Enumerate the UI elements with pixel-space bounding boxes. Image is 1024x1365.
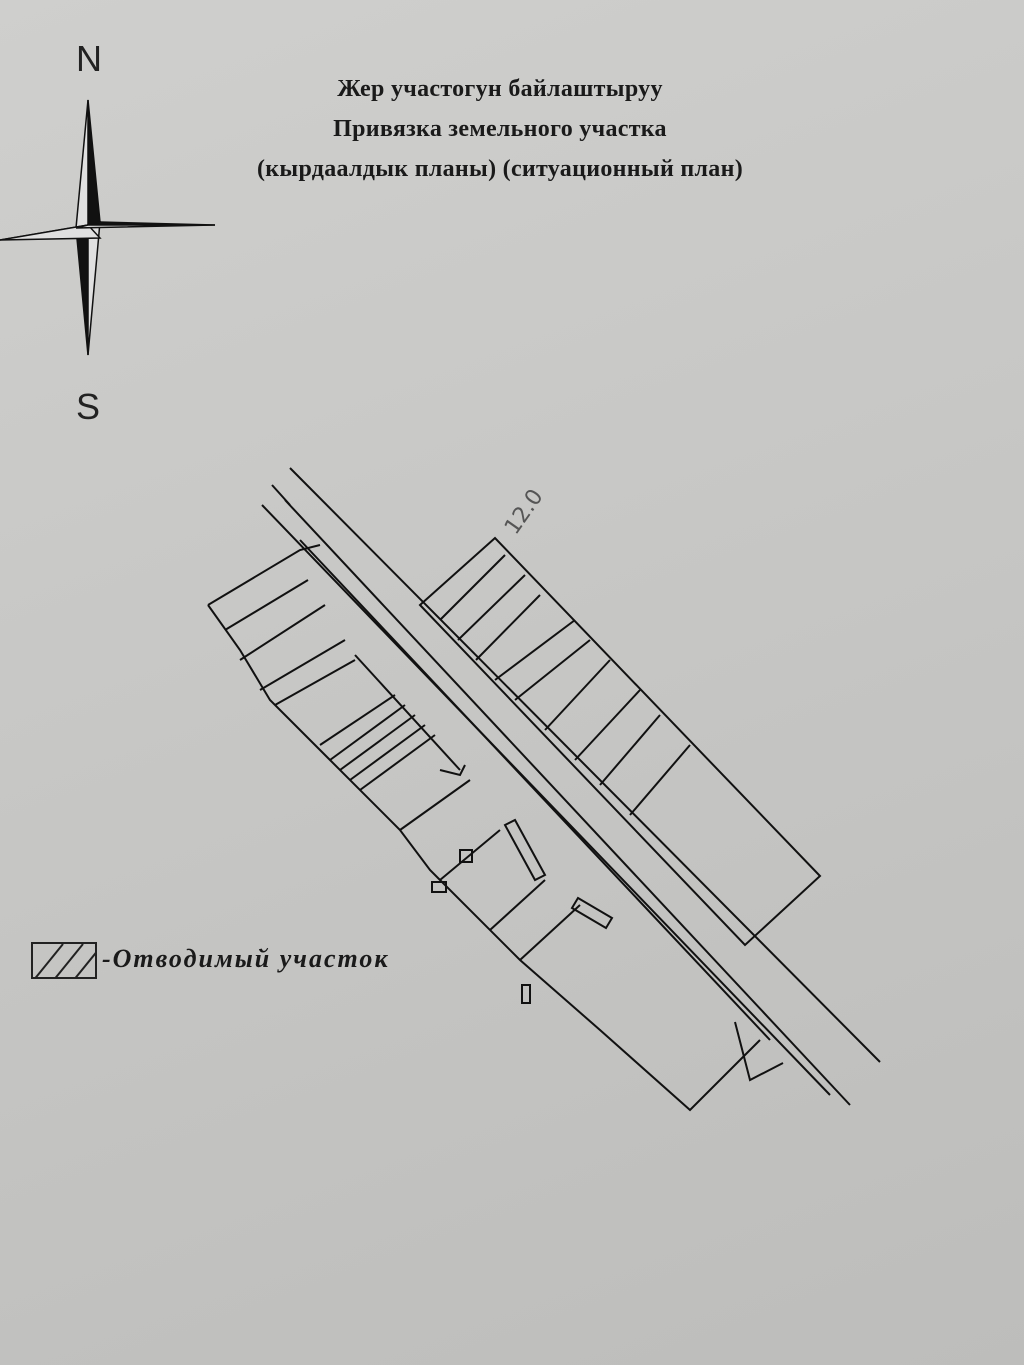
hatched-box-icon	[31, 942, 97, 979]
title-kyrgyz: Жер участогун байлаштыруу	[337, 76, 663, 102]
legend-label: -Отводимый участок	[102, 944, 390, 973]
subtitle-plan-type: (кырдаалдык планы) (ситуационный план)	[257, 156, 743, 182]
south-label: S	[76, 386, 101, 427]
title-russian: Привязка земельного участка	[333, 116, 667, 142]
road-lines	[261, 467, 881, 1106]
neighbor-parcels-left	[207, 544, 784, 1112]
north-label: N	[76, 38, 102, 79]
allocated-parcels-right	[418, 536, 822, 947]
compass-rose-icon	[0, 99, 216, 356]
